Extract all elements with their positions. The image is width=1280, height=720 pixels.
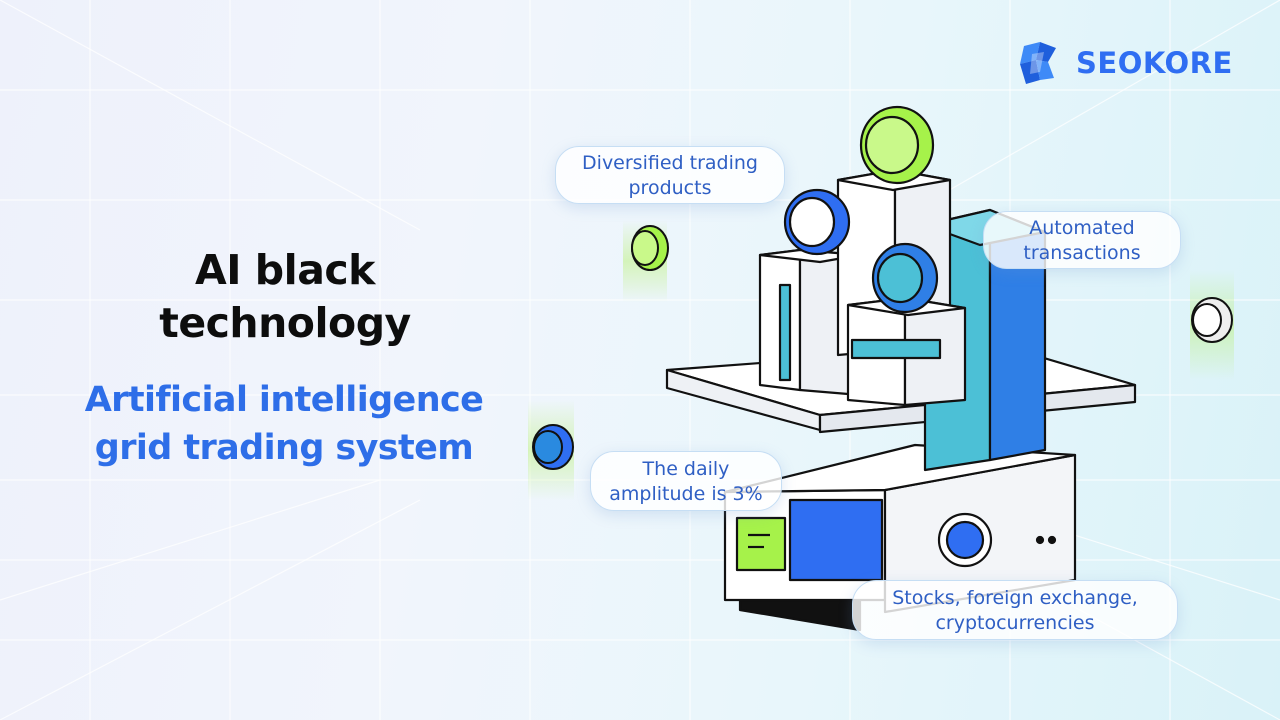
coin-icon: [1191, 297, 1233, 343]
coin-icon: [532, 424, 574, 470]
server-tower-icon: [665, 105, 1137, 632]
seokore-logo-icon: [1020, 42, 1056, 84]
brand-logo[interactable]: SEOKORE: [1014, 40, 1233, 86]
brand-name: SEOKORE: [1076, 46, 1233, 80]
feature-bubble-diversified: Diversified trading products: [555, 146, 785, 204]
headline-block: AI black technology Artificial intellige…: [85, 244, 484, 472]
feature-bubble-automated: Automated transactions: [983, 211, 1181, 269]
feature-bubble-markets: Stocks, foreign exchange, cryptocurrenci…: [852, 580, 1178, 640]
feature-bubble-amplitude: The daily amplitude is 3%: [590, 451, 782, 511]
coin-icon: [631, 225, 669, 271]
page-title: AI black technology: [159, 246, 411, 347]
page-subtitle: Artificial intelligence grid trading sys…: [84, 380, 484, 468]
